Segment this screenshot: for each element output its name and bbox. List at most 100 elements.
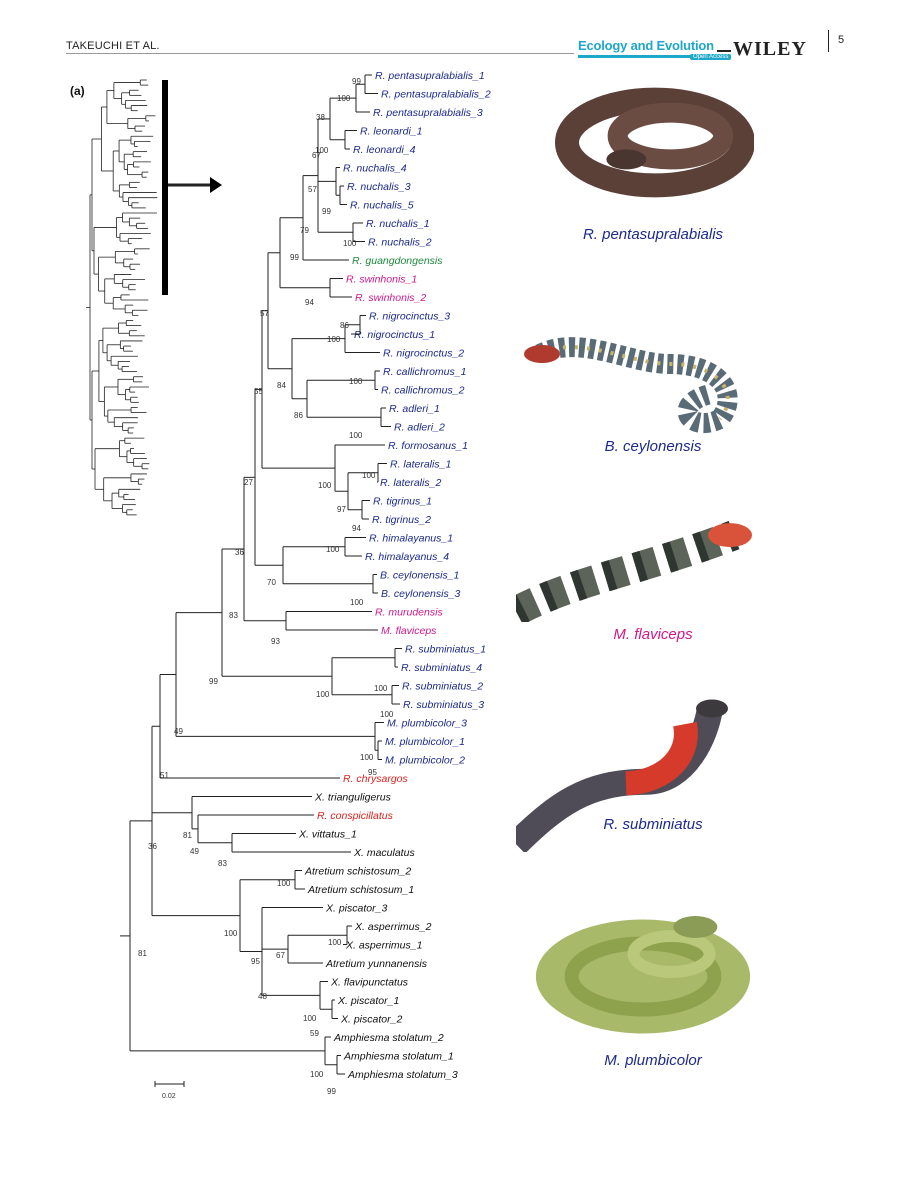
- bootstrap-value: 100: [337, 94, 351, 103]
- bootstrap-value: 100: [315, 146, 329, 155]
- bootstrap-value: 86: [294, 411, 303, 420]
- publisher-logo[interactable]: WILEY: [733, 38, 807, 60]
- bootstrap-value: 81: [138, 949, 147, 958]
- tip-label: Amphiesma stolatum_3: [347, 1069, 458, 1081]
- bootstrap-value: 81: [183, 831, 192, 840]
- open-access-badge: Open Access: [690, 54, 732, 60]
- bootstrap-value: 51: [160, 771, 169, 780]
- tip-label: R. subminiatus_3: [403, 699, 484, 711]
- bootstrap-value: 55: [254, 387, 263, 396]
- bootstrap-value: 100: [360, 753, 374, 762]
- bootstrap-value: 59: [310, 1029, 319, 1038]
- bootstrap-value: 49: [190, 847, 199, 856]
- bootstrap-value: 49: [174, 727, 183, 736]
- tip-label: Atretium schistosum_1: [307, 884, 414, 896]
- bootstrap-value: 100: [328, 938, 342, 947]
- tip-label: R. callichromus_1: [383, 366, 466, 378]
- page-header: TAKEUCHI ET AL. Ecology and Evolution Op…: [0, 0, 913, 70]
- scale-bar-label: 0.02: [162, 1093, 176, 1100]
- tip-label: R. nigrocinctus_3: [369, 311, 450, 323]
- tip-label: R. tigrinus_1: [373, 496, 432, 508]
- bootstrap-value: 93: [271, 637, 280, 646]
- tip-label: M. plumbicolor_1: [385, 736, 465, 748]
- bootstrap-value: 99: [327, 1087, 336, 1096]
- bootstrap-value: 57: [260, 309, 269, 318]
- tip-label: R. tigrinus_2: [372, 514, 431, 526]
- tip-label: Atretium schistosum_2: [304, 866, 411, 878]
- tip-label: X. trianguligerus: [314, 792, 392, 804]
- bootstrap-value: 100: [327, 335, 341, 344]
- tip-label: R. subminiatus_1: [405, 644, 486, 656]
- tip-label: X. piscator_2: [340, 1014, 402, 1026]
- tip-label: R. nuchalis_3: [347, 181, 411, 193]
- tip-label: R. nuchalis_2: [368, 237, 432, 249]
- bootstrap-value: 83: [218, 859, 227, 868]
- tip-label: M. plumbicolor_2: [385, 755, 465, 767]
- bootstrap-value: 95: [368, 768, 377, 777]
- tip-label: R. murudensis: [375, 607, 443, 619]
- bootstrap-value: 97: [337, 505, 346, 514]
- tip-label: R. lateralis_2: [380, 477, 441, 489]
- tip-label: R. adleri_1: [389, 403, 440, 415]
- bootstrap-value: 94: [305, 298, 314, 307]
- tip-label: M. flaviceps: [381, 625, 437, 637]
- journal-title[interactable]: Ecology and Evolution: [578, 38, 714, 53]
- bootstrap-value: 100: [350, 598, 364, 607]
- bootstrap-value: 38: [316, 113, 325, 122]
- tip-label: R. subminiatus_2: [402, 681, 483, 693]
- tip-label: R. conspicillatus: [317, 810, 394, 822]
- tip-label: R. swinhonis_2: [355, 292, 426, 304]
- bootstrap-value: 67: [276, 951, 285, 960]
- bootstrap-value: 48: [258, 992, 267, 1001]
- tip-label: R. himalayanus_1: [369, 533, 453, 545]
- bootstrap-value: 99: [352, 77, 361, 86]
- tip-label: R. chrysargos: [343, 773, 409, 785]
- bootstrap-value: 100: [362, 471, 376, 480]
- arrow-icon: [210, 177, 222, 193]
- tip-label: R. subminiatus_4: [401, 662, 482, 674]
- species-caption: R. pentasupralabialis: [582, 226, 724, 243]
- bootstrap-value: 100: [343, 239, 357, 248]
- tip-label: R. callichromus_2: [381, 385, 465, 397]
- tip-label: X. piscator_3: [325, 903, 387, 915]
- bootstrap-value: 70: [267, 578, 276, 587]
- bootstrap-value: 100: [349, 431, 363, 440]
- snake-photo-dark-brown: [534, 84, 755, 214]
- bootstrap-value: 79: [300, 226, 309, 235]
- tip-label: Amphiesma stolatum_1: [343, 1051, 454, 1063]
- tip-label: R. nuchalis_1: [366, 218, 430, 230]
- page-number-rule: [828, 30, 829, 52]
- bootstrap-value: 86: [340, 321, 349, 330]
- species-caption: M. flaviceps: [613, 626, 693, 643]
- tip-label: M. plumbicolor_3: [387, 718, 467, 730]
- bootstrap-value: 95: [251, 957, 260, 966]
- highlight-bar: [162, 80, 168, 295]
- bootstrap-value: 99: [290, 253, 299, 262]
- tip-label: B. ceylonensis_1: [380, 570, 459, 582]
- snake-photo-spotted-grey: [520, 324, 762, 434]
- snake-photo-red-neck: [506, 696, 740, 854]
- journal-underline: [578, 55, 726, 58]
- bootstrap-value: 100: [310, 1070, 324, 1079]
- bootstrap-value: 100: [277, 879, 291, 888]
- tip-label: R. nigrocinctus_2: [383, 348, 464, 360]
- tip-label: R. adleri_2: [394, 422, 445, 434]
- tip-label: X. vittatus_1: [298, 829, 357, 841]
- bootstrap-value: 67: [312, 151, 321, 160]
- tip-label: Atretium yunnanensis: [325, 958, 428, 970]
- bootstrap-value: 100: [374, 684, 388, 693]
- bootstrap-value: 100: [316, 690, 330, 699]
- bootstrap-value: 100: [349, 377, 363, 386]
- bootstrap-value: 100: [326, 545, 340, 554]
- tip-label: Amphiesma stolatum_2: [333, 1032, 444, 1044]
- bootstrap-value: 99: [209, 677, 218, 686]
- tip-label: R. formosanus_1: [388, 440, 468, 452]
- bootstrap-value: 36: [235, 548, 244, 557]
- species-caption: R. subminiatus: [603, 816, 703, 833]
- bootstrap-value: 100: [303, 1014, 317, 1023]
- tip-label: X. maculatus: [353, 847, 415, 859]
- tip-label: R. nuchalis_5: [350, 200, 414, 212]
- species-caption: M. plumbicolor: [604, 1052, 702, 1069]
- tip-label: R. leonardi_4: [353, 144, 416, 156]
